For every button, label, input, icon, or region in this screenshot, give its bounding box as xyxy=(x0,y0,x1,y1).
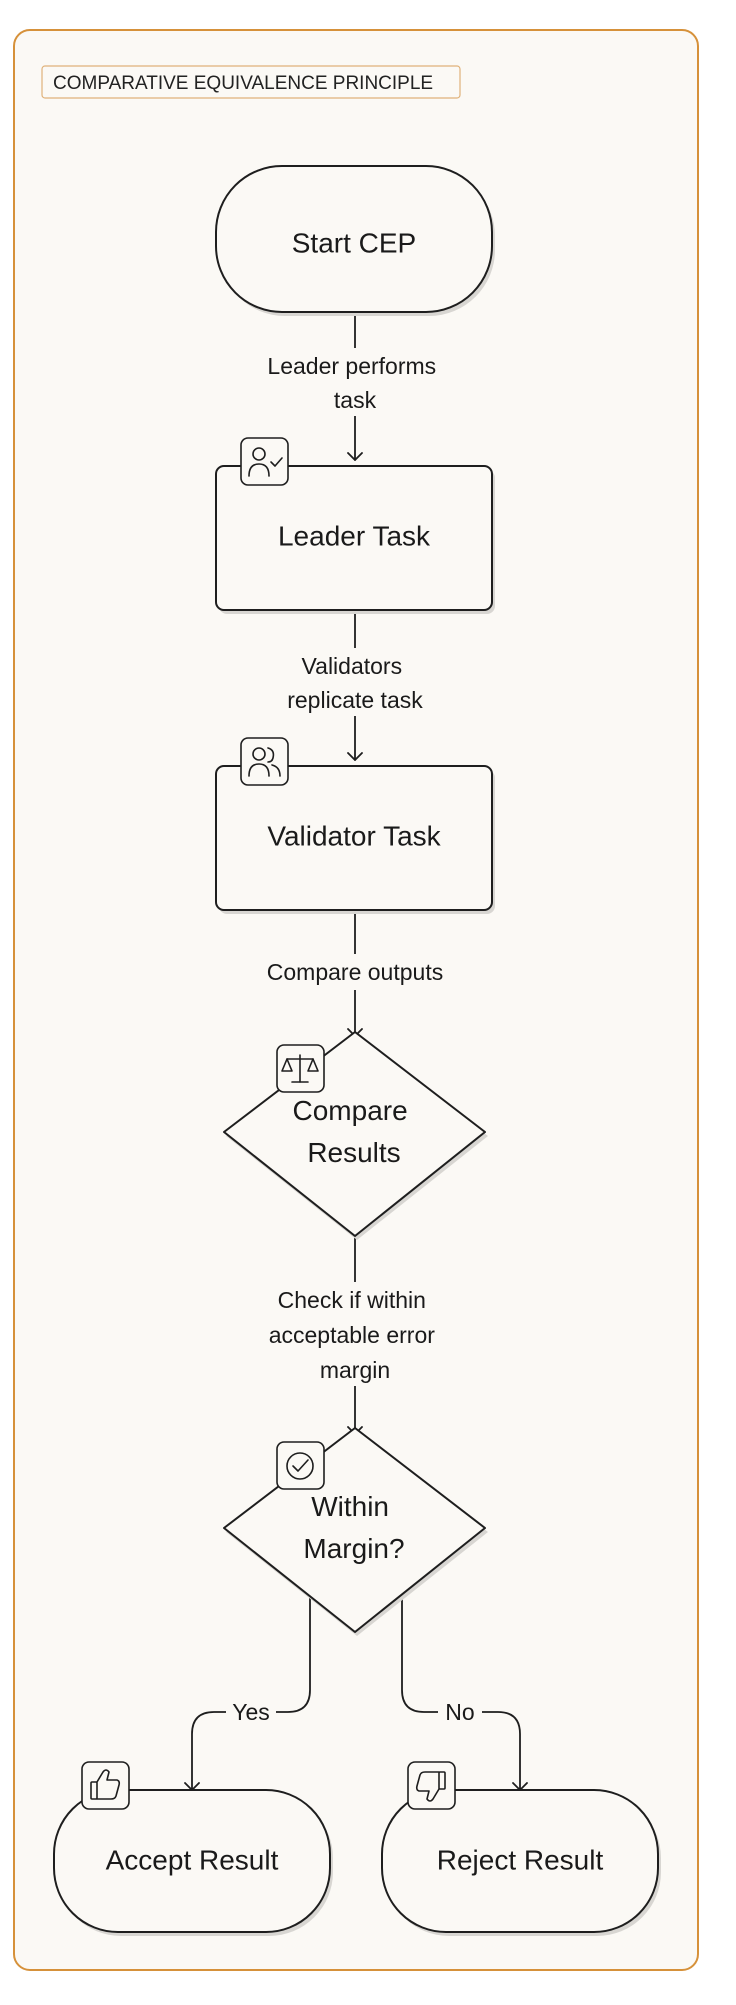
edge-label-background xyxy=(226,1696,276,1728)
node-shape xyxy=(53,1789,331,1933)
node-label: Accept Result xyxy=(106,1844,279,1875)
node-shape xyxy=(215,165,493,313)
edge-label: Leader performs task xyxy=(267,353,442,413)
edge-label: No xyxy=(445,1699,474,1725)
node-leader-task[interactable]: Leader Task xyxy=(215,437,495,614)
edge-label: Check if within acceptable error margin xyxy=(269,1287,442,1383)
edge-validator-to-compare[interactable]: Compare outputs xyxy=(250,911,460,1037)
node-label: Within Margin? xyxy=(303,1491,404,1564)
node-start-cep[interactable]: Start CEP xyxy=(215,165,495,316)
node-validator-task[interactable]: Validator Task xyxy=(215,737,495,914)
scale-icon xyxy=(276,1044,325,1093)
frame-title: COMPARATIVE EQUIVALENCE PRINCIPLE xyxy=(53,73,433,94)
thumbs-down-icon xyxy=(407,1761,456,1810)
edge-margin-to-accept[interactable]: Yes xyxy=(184,1597,311,1791)
node-reject-result[interactable]: Reject Result xyxy=(381,1761,661,1936)
node-accept-result[interactable]: Accept Result xyxy=(53,1761,333,1936)
users-icon xyxy=(240,737,289,786)
edge-label: Yes xyxy=(232,1699,270,1725)
user-check-icon xyxy=(240,437,289,486)
edge-leader-to-validator[interactable]: Validators replicate task xyxy=(270,611,440,761)
frame-border xyxy=(13,29,699,1971)
edge-label: Compare outputs xyxy=(267,959,443,985)
edge-label-background xyxy=(255,1282,455,1386)
edge-margin-to-reject[interactable]: No xyxy=(401,1597,528,1791)
thumbs-up-icon xyxy=(81,1761,130,1810)
node-label: Leader Task xyxy=(278,520,431,551)
node-label: Start CEP xyxy=(292,227,416,258)
edge-label-background xyxy=(438,1696,482,1728)
node-label: Compare Results xyxy=(293,1095,416,1168)
edge-compare-to-margin[interactable]: Check if within acceptable error margin xyxy=(255,1237,455,1435)
check-circle-icon xyxy=(276,1441,325,1490)
node-shape xyxy=(215,765,493,911)
node-shape xyxy=(381,1789,659,1933)
node-label: Validator Task xyxy=(267,820,441,851)
node-label: Reject Result xyxy=(437,1844,604,1875)
node-shape xyxy=(215,465,493,611)
edge-label-background xyxy=(255,348,455,416)
frame: COMPARATIVE EQUIVALENCE PRINCIPLE xyxy=(13,29,699,1971)
node-within-margin[interactable]: Within Margin? xyxy=(223,1427,488,1636)
edge-label-background xyxy=(270,648,440,716)
edge-label: Validators replicate task xyxy=(287,653,423,713)
edge-start-to-leader[interactable]: Leader performs task xyxy=(255,311,455,461)
node-compare-results[interactable]: Compare Results xyxy=(223,1031,488,1240)
frame-title-box xyxy=(41,65,461,99)
edge-label-background xyxy=(250,954,460,990)
